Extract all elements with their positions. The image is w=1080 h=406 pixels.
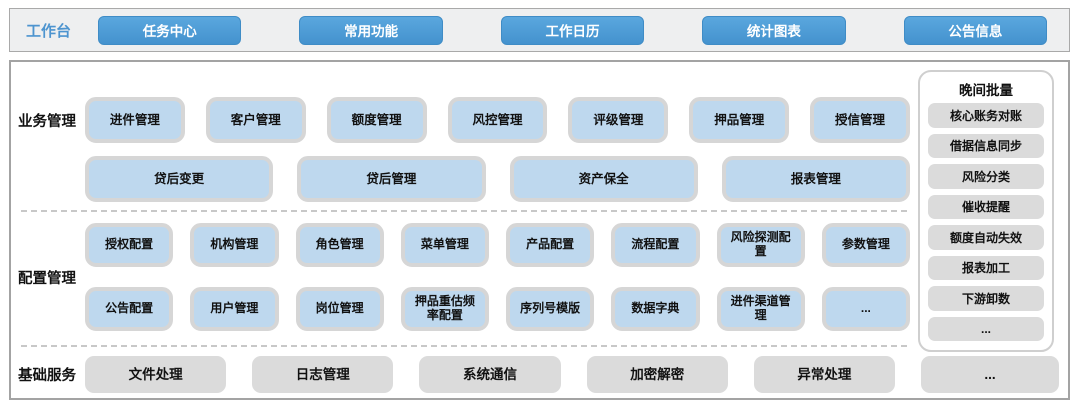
workbench-button[interactable]: 公告信息 bbox=[903, 15, 1048, 45]
module-box[interactable]: 参数管理 bbox=[821, 223, 910, 267]
section-base: 基础服务 文件处理日志管理系统通信加密解密异常处理... bbox=[15, 356, 1060, 393]
module-box[interactable]: 流程配置 bbox=[611, 223, 700, 267]
module-box[interactable]: 额度管理 bbox=[326, 97, 427, 143]
batch-item[interactable]: 下游卸数 bbox=[928, 286, 1044, 311]
module-box[interactable]: 押品重估频率配置 bbox=[400, 287, 489, 331]
batch-item[interactable]: ... bbox=[928, 316, 1044, 341]
batch-item[interactable]: 核心账务对账 bbox=[928, 103, 1044, 128]
module-box[interactable]: 公告配置 bbox=[85, 287, 174, 331]
workbench-button[interactable]: 统计图表 bbox=[702, 15, 846, 45]
business-row-2: 贷后变更贷后管理资产保全报表管理 bbox=[85, 156, 910, 202]
section-label-base: 基础服务 bbox=[18, 368, 76, 384]
module-box[interactable]: 系统通信 bbox=[419, 356, 561, 393]
module-box[interactable]: 岗位管理 bbox=[295, 287, 384, 331]
night-batch-items: 核心账务对账借据信息同步风险分类催收提醒额度自动失效报表加工下游卸数... bbox=[928, 103, 1044, 341]
module-box[interactable]: 报表管理 bbox=[721, 156, 910, 202]
batch-item[interactable]: 催收提醒 bbox=[928, 194, 1044, 219]
module-box[interactable]: 风控管理 bbox=[447, 97, 548, 143]
module-box[interactable]: 进件渠道管理 bbox=[716, 287, 805, 331]
section-divider bbox=[21, 210, 907, 212]
workbench-label: 工作台 bbox=[26, 22, 72, 40]
section-label-config: 配置管理 bbox=[18, 270, 76, 287]
module-box[interactable]: ... bbox=[921, 356, 1060, 393]
section-divider bbox=[21, 345, 907, 347]
workbench-button[interactable]: 常用功能 bbox=[299, 15, 443, 45]
module-box[interactable]: 贷后管理 bbox=[297, 156, 486, 202]
config-row-1: 授权配置机构管理角色管理菜单管理产品配置流程配置风险探测配置参数管理 bbox=[85, 223, 910, 267]
module-box[interactable]: 资产保全 bbox=[509, 156, 698, 202]
section-business: 业务管理 进件管理客户管理额度管理风控管理评级管理押品管理授信管理 贷后变更贷后… bbox=[15, 97, 910, 202]
workbench-buttons: 任务中心 常用功能 工作日历 统计图表 公告信息 bbox=[98, 15, 1048, 45]
module-box[interactable]: 产品配置 bbox=[506, 223, 595, 267]
module-box[interactable]: 机构管理 bbox=[190, 223, 279, 267]
batch-item[interactable]: 风险分类 bbox=[928, 164, 1044, 189]
batch-item[interactable]: 报表加工 bbox=[928, 255, 1044, 280]
module-box[interactable]: 加密解密 bbox=[586, 356, 728, 393]
base-row: 文件处理日志管理系统通信加密解密异常处理... bbox=[85, 356, 1060, 393]
module-box[interactable]: 数据字典 bbox=[611, 287, 700, 331]
section-config: 配置管理 授权配置机构管理角色管理菜单管理产品配置流程配置风险探测配置参数管理 … bbox=[15, 223, 910, 331]
workbench-button[interactable]: 工作日历 bbox=[500, 15, 645, 45]
module-box[interactable]: 授信管理 bbox=[810, 97, 910, 143]
module-box[interactable]: 客户管理 bbox=[205, 97, 306, 143]
module-box[interactable]: ... bbox=[821, 287, 910, 331]
section-label-business: 业务管理 bbox=[18, 113, 76, 130]
module-box[interactable]: 菜单管理 bbox=[400, 223, 489, 267]
business-row-1: 进件管理客户管理额度管理风控管理评级管理押品管理授信管理 bbox=[85, 97, 910, 143]
module-box[interactable]: 文件处理 bbox=[85, 356, 227, 393]
night-batch-panel: 晚间批量 核心账务对账借据信息同步风险分类催收提醒额度自动失效报表加工下游卸数.… bbox=[918, 70, 1054, 352]
module-box[interactable]: 日志管理 bbox=[252, 356, 394, 393]
module-box[interactable]: 授权配置 bbox=[85, 223, 174, 267]
config-row-2: 公告配置用户管理岗位管理押品重估频率配置序列号模版数据字典进件渠道管理... bbox=[85, 287, 910, 331]
module-box[interactable]: 进件管理 bbox=[85, 97, 185, 143]
main-panel: 业务管理 进件管理客户管理额度管理风控管理评级管理押品管理授信管理 贷后变更贷后… bbox=[9, 60, 1070, 400]
module-box[interactable]: 用户管理 bbox=[190, 287, 279, 331]
batch-item[interactable]: 额度自动失效 bbox=[928, 225, 1044, 250]
module-box[interactable]: 角色管理 bbox=[295, 223, 384, 267]
module-box[interactable]: 风险探测配置 bbox=[716, 223, 805, 267]
module-box[interactable]: 评级管理 bbox=[568, 97, 669, 143]
workbench-bar: 工作台 任务中心 常用功能 工作日历 统计图表 公告信息 bbox=[9, 8, 1070, 52]
module-box[interactable]: 异常处理 bbox=[753, 356, 896, 393]
module-box[interactable]: 序列号模版 bbox=[506, 287, 595, 331]
workbench-button[interactable]: 任务中心 bbox=[98, 15, 242, 45]
batch-item[interactable]: 借据信息同步 bbox=[928, 133, 1044, 158]
module-box[interactable]: 贷后变更 bbox=[85, 156, 274, 202]
night-batch-title: 晚间批量 bbox=[959, 83, 1013, 98]
module-box[interactable]: 押品管理 bbox=[689, 97, 790, 143]
